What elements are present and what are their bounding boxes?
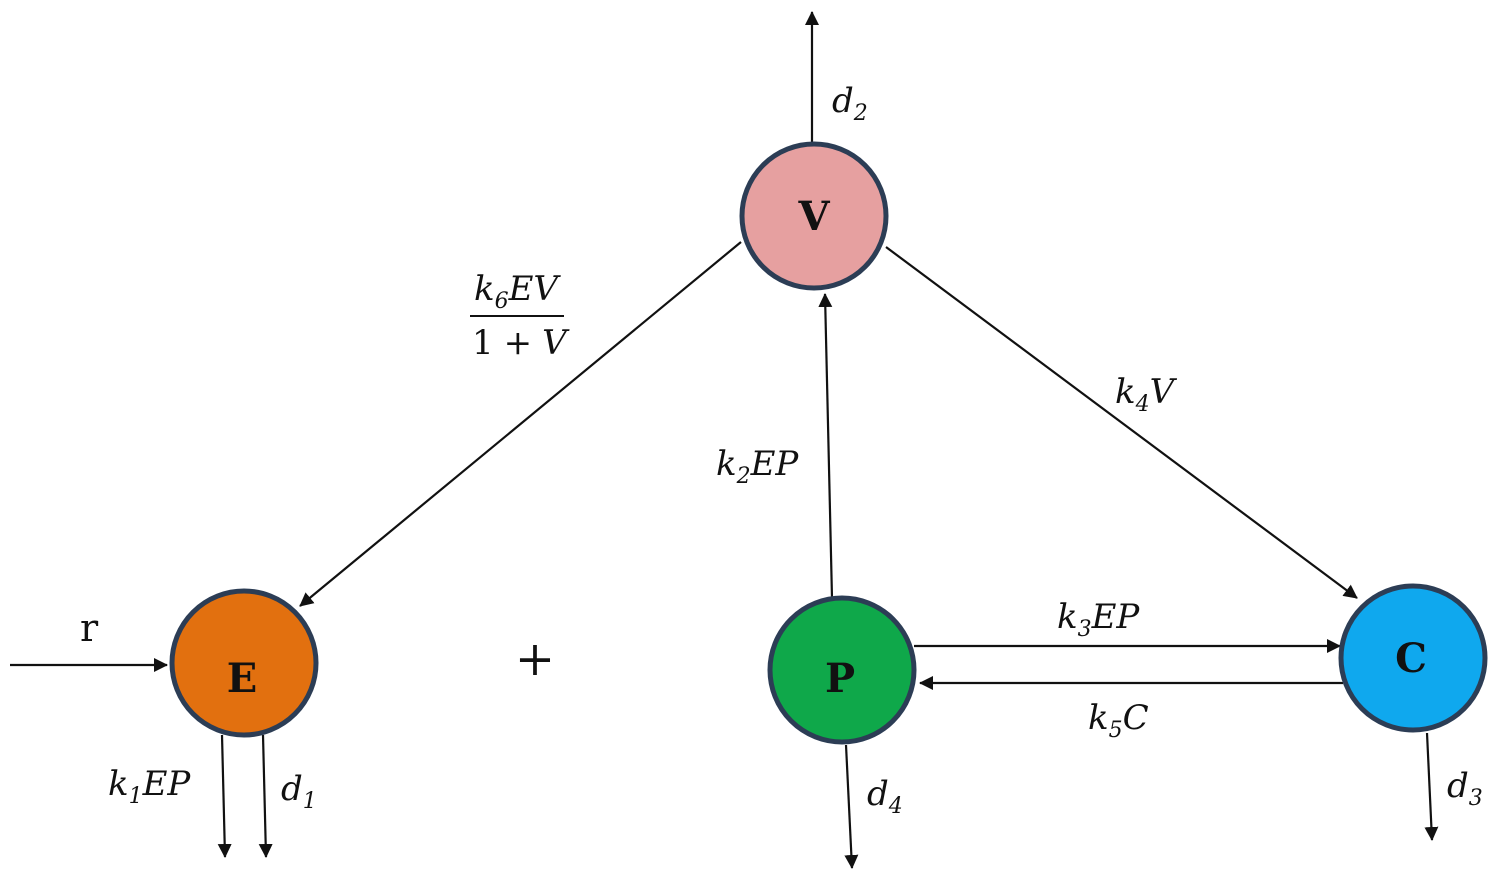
- node-p-label: P: [825, 655, 855, 702]
- edge-p-to-v: [818, 293, 834, 599]
- label-d1: d1: [281, 769, 317, 814]
- label-k3ep: k3EP: [1057, 597, 1140, 642]
- label-k6-numerator: k6EV: [474, 269, 561, 314]
- node-v: V: [739, 141, 889, 291]
- node-c-circle: [1338, 583, 1488, 733]
- node-c-label: C: [1395, 635, 1427, 682]
- node-v-circle: [739, 141, 889, 291]
- edge-c-decay-d3: [1424, 732, 1439, 841]
- node-p: P: [767, 595, 917, 745]
- edge-e-decay-d1: [258, 734, 273, 858]
- node-p-circle: [767, 595, 917, 745]
- label-d2-sub: 2: [853, 101, 868, 126]
- edge-v-to-e: [299, 241, 742, 607]
- label-k1ep: k1EP: [108, 764, 191, 809]
- node-v-label: V: [797, 193, 830, 240]
- label-k2ep: k2EP: [716, 444, 799, 489]
- label-k6-fraction: k6EV 1+V: [470, 269, 570, 363]
- edge-v-to-c: [885, 246, 1358, 599]
- edge-e-loss-k1ep: [217, 734, 232, 858]
- label-k4v: k4V: [1115, 372, 1178, 417]
- label-r: r: [80, 606, 99, 650]
- node-e: E: [169, 588, 319, 738]
- label-k6-denominator: 1+V: [472, 323, 570, 363]
- node-e-circle: [169, 588, 319, 738]
- edge-p-decay-d4: [844, 744, 859, 869]
- label-d3: d3: [1447, 766, 1483, 811]
- label-plus: +: [515, 631, 555, 687]
- label-d2: d2: [832, 81, 868, 126]
- node-c: C: [1338, 583, 1488, 733]
- label-d4: d4: [867, 774, 903, 819]
- label-k5c: k5C: [1088, 698, 1149, 743]
- node-e-label: E: [227, 655, 258, 702]
- label-d2-base: d: [832, 81, 854, 121]
